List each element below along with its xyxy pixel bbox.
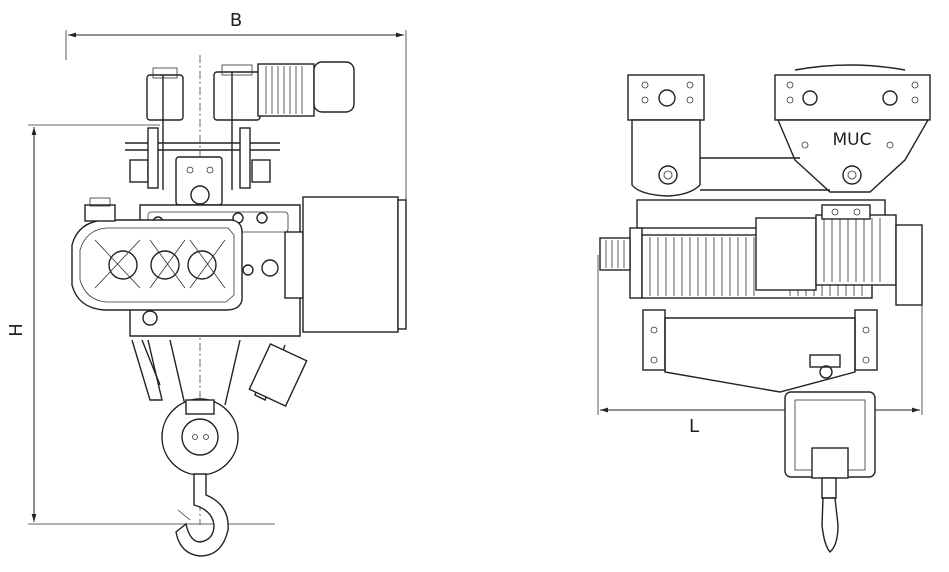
brand-logo: MUC (833, 130, 872, 150)
rope-guides (131, 339, 308, 408)
left-trolley-bracket (627, 74, 705, 197)
dimension-h-label: H (6, 323, 27, 337)
dimension-l-label: L (689, 416, 699, 437)
trolley-motor (257, 61, 355, 117)
end-hook-block (784, 391, 876, 553)
end-view: L MUC (597, 64, 931, 553)
right-trolley-bracket: MUC (774, 64, 931, 193)
dimension-b: B (65, 10, 407, 200)
rope-grooves (649, 237, 863, 296)
hook-block (161, 339, 241, 557)
dimension-b-label: B (230, 10, 242, 31)
hoist-motor (284, 196, 407, 333)
lower-frame (642, 309, 878, 393)
end-motor (815, 204, 923, 306)
gearbox (71, 197, 243, 311)
dimension-h: H (6, 124, 275, 525)
drum-frame (599, 199, 886, 299)
trolley-wheels (125, 64, 280, 190)
side-view: B H (6, 10, 407, 557)
